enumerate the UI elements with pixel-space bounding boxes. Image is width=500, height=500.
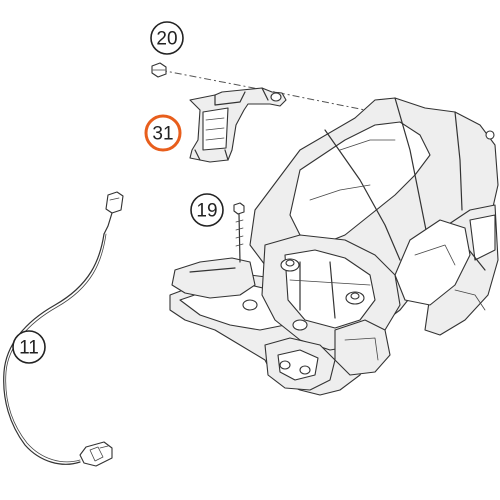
callout-11[interactable]: 11 [12, 330, 46, 364]
callout-19-label: 19 [196, 201, 217, 222]
part-screw[interactable] [233, 202, 245, 263]
rear-fender-assembly[interactable] [169, 97, 499, 396]
part-bracket[interactable] [189, 87, 287, 163]
callout-20[interactable]: 20 [150, 21, 184, 55]
callout-11-label: 11 [19, 338, 39, 359]
callout-20-label: 20 [156, 29, 177, 50]
part-cable[interactable] [3, 191, 124, 467]
callout-19[interactable]: 19 [190, 193, 224, 227]
part-bolt[interactable] [151, 62, 167, 78]
callout-31-label: 31 [152, 124, 173, 145]
callout-31[interactable]: 31 [144, 114, 182, 152]
